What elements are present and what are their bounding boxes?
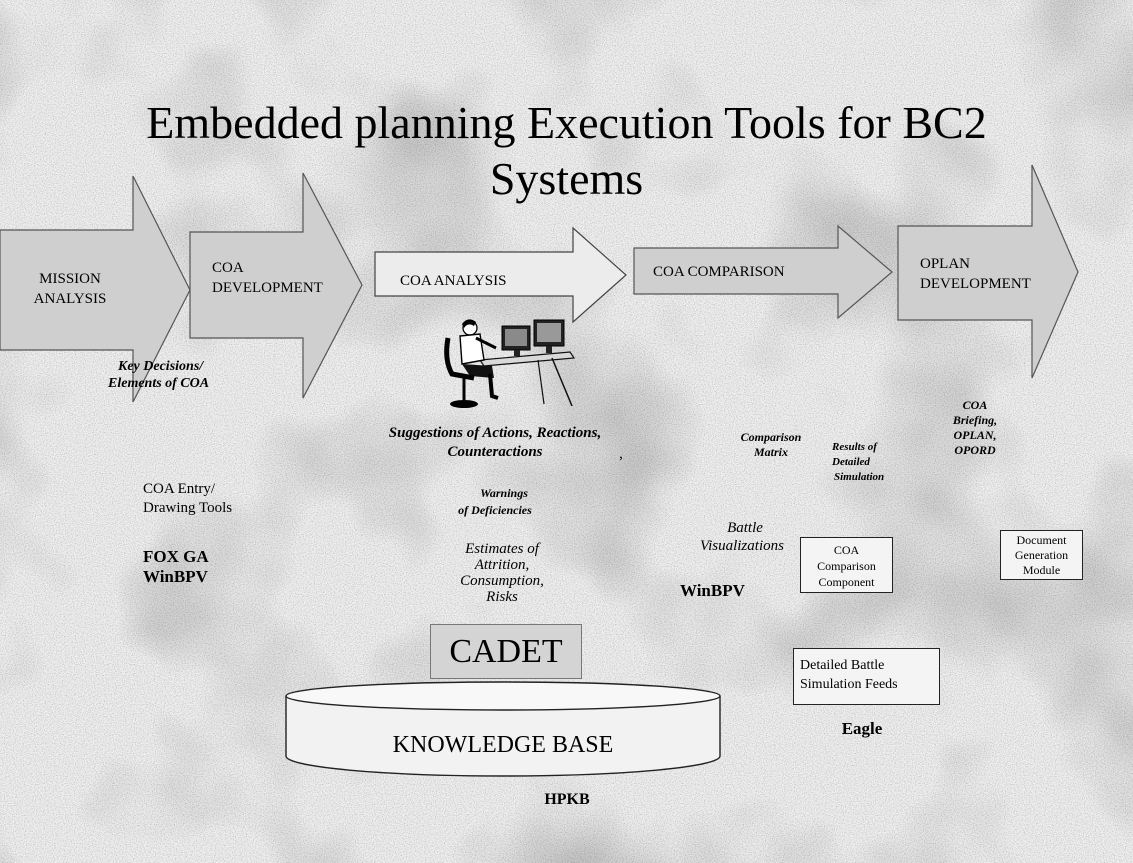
suggestions-label: Suggestions of Actions, Reactions, Count… — [352, 424, 638, 462]
warnings-line-1: Warnings — [480, 486, 528, 500]
comparison-matrix-line-1: Comparison — [740, 430, 802, 444]
coa-comp-line-3: Component — [818, 575, 875, 589]
arrow-mission-analysis-line-1: MISSION — [39, 271, 101, 287]
arrow-coa-analysis: COA ANALYSIS — [374, 226, 627, 324]
estimates-line-1: Estimates of — [465, 541, 539, 557]
operator-workstation-icon — [444, 319, 576, 408]
arrow-oplan-development-line-1: OPLAN — [920, 256, 970, 272]
results-line-2: Detailed — [832, 456, 870, 468]
arrow-coa-comparison-label: COA COMPARISON — [653, 264, 785, 280]
cadet-box: CADET — [430, 624, 582, 679]
arrow-mission-analysis-line-2: ANALYSIS — [34, 291, 107, 307]
coa-comparison-component-box: COA Comparison Component — [800, 537, 893, 593]
briefing-line-4: OPORD — [954, 443, 996, 457]
briefing-line-2: Briefing, — [952, 413, 998, 427]
doc-gen-line-2: Generation — [1014, 548, 1069, 562]
eagle-label: Eagle — [841, 719, 883, 738]
coa-entry-line-1: COA Entry/ — [143, 481, 216, 497]
estimates-label: Estimates of Attrition, Consumption, Ris… — [432, 541, 572, 605]
coa-comp-line-1: COA — [833, 543, 860, 557]
estimates-line-3: Consumption, — [460, 573, 544, 589]
arrow-oplan-development: OPLAN DEVELOPMENT — [897, 164, 1079, 379]
battle-visualizations-label: Battle Visualizations — [682, 519, 802, 555]
estimates-line-4: Risks — [486, 589, 518, 605]
doc-gen-line-1: Document — [1016, 533, 1067, 547]
suggestions-line-1: Suggestions of Actions, Reactions, — [388, 425, 602, 441]
coa-entry-line-2: Drawing Tools — [143, 500, 233, 516]
foxga-winbpv-label: FOX GA WinBPV — [143, 547, 283, 587]
briefing-line-3: OPLAN, — [953, 428, 997, 442]
briefing-line-1: COA — [962, 398, 988, 412]
knowledge-base-label: KNOWLEDGE BASE — [393, 732, 614, 758]
results-line-3: Simulation — [834, 471, 885, 483]
warnings-line-2: of Deficiencies — [458, 503, 532, 517]
hpkb-label: HPKB — [544, 791, 590, 808]
arrow-coa-development: COA DEVELOPMENT — [189, 172, 363, 399]
slide-title-line-1: Embedded planning Execution Tools for BC… — [146, 97, 987, 148]
warnings-label: Warnings of Deficiencies — [430, 485, 560, 519]
key-decisions-label: Key Decisions/ Elements of COA — [108, 358, 288, 392]
results-line-1: Results of — [832, 441, 877, 453]
comparison-matrix-label: Comparison Matrix — [716, 430, 826, 460]
arrow-coa-analysis-label: COA ANALYSIS — [400, 273, 506, 289]
winbpv-left-label: WinBPV — [143, 567, 208, 586]
detailed-feeds-line-2: Simulation Feeds — [800, 677, 898, 692]
briefing-label: COA Briefing, OPLAN, OPORD — [930, 398, 1020, 458]
detailed-feeds-line-1: Detailed Battle — [800, 658, 885, 673]
foxga-label: FOX GA — [143, 547, 209, 566]
coa-comp-line-2: Comparison — [817, 559, 876, 573]
arrow-mission-analysis: MISSION ANALYSIS — [0, 175, 191, 403]
arrow-coa-comparison: COA COMPARISON — [633, 224, 893, 320]
stray-comma: , — [619, 446, 623, 462]
key-decisions-line-2: Elements of COA — [108, 376, 210, 391]
coa-entry-tools-label: COA Entry/ Drawing Tools — [143, 480, 283, 518]
arrow-oplan-development-line-2: DEVELOPMENT — [920, 276, 1031, 292]
key-decisions-line-1: Key Decisions/ — [118, 359, 204, 374]
estimates-line-2: Attrition, — [474, 557, 530, 573]
detailed-battle-feeds-box: Detailed Battle Simulation Feeds — [793, 648, 940, 705]
document-generation-module-box: Document Generation Module — [1000, 530, 1083, 580]
battle-visualizations-line-1: Battle — [727, 520, 763, 536]
arrow-coa-development-line-2: DEVELOPMENT — [212, 280, 323, 296]
doc-gen-line-3: Module — [1022, 563, 1061, 577]
results-label: Results of Detailed Simulation — [832, 440, 912, 485]
winbpv-mid-label: WinBPV — [680, 581, 745, 600]
arrow-coa-development-line-1: COA — [212, 260, 244, 276]
slide-title-line-2: Systems — [489, 153, 644, 204]
suggestions-line-2: Counteractions — [447, 444, 543, 460]
battle-visualizations-line-2: Visualizations — [700, 538, 784, 554]
knowledge-base-cylinder: KNOWLEDGE BASE — [285, 681, 721, 777]
comparison-matrix-line-2: Matrix — [753, 445, 788, 459]
